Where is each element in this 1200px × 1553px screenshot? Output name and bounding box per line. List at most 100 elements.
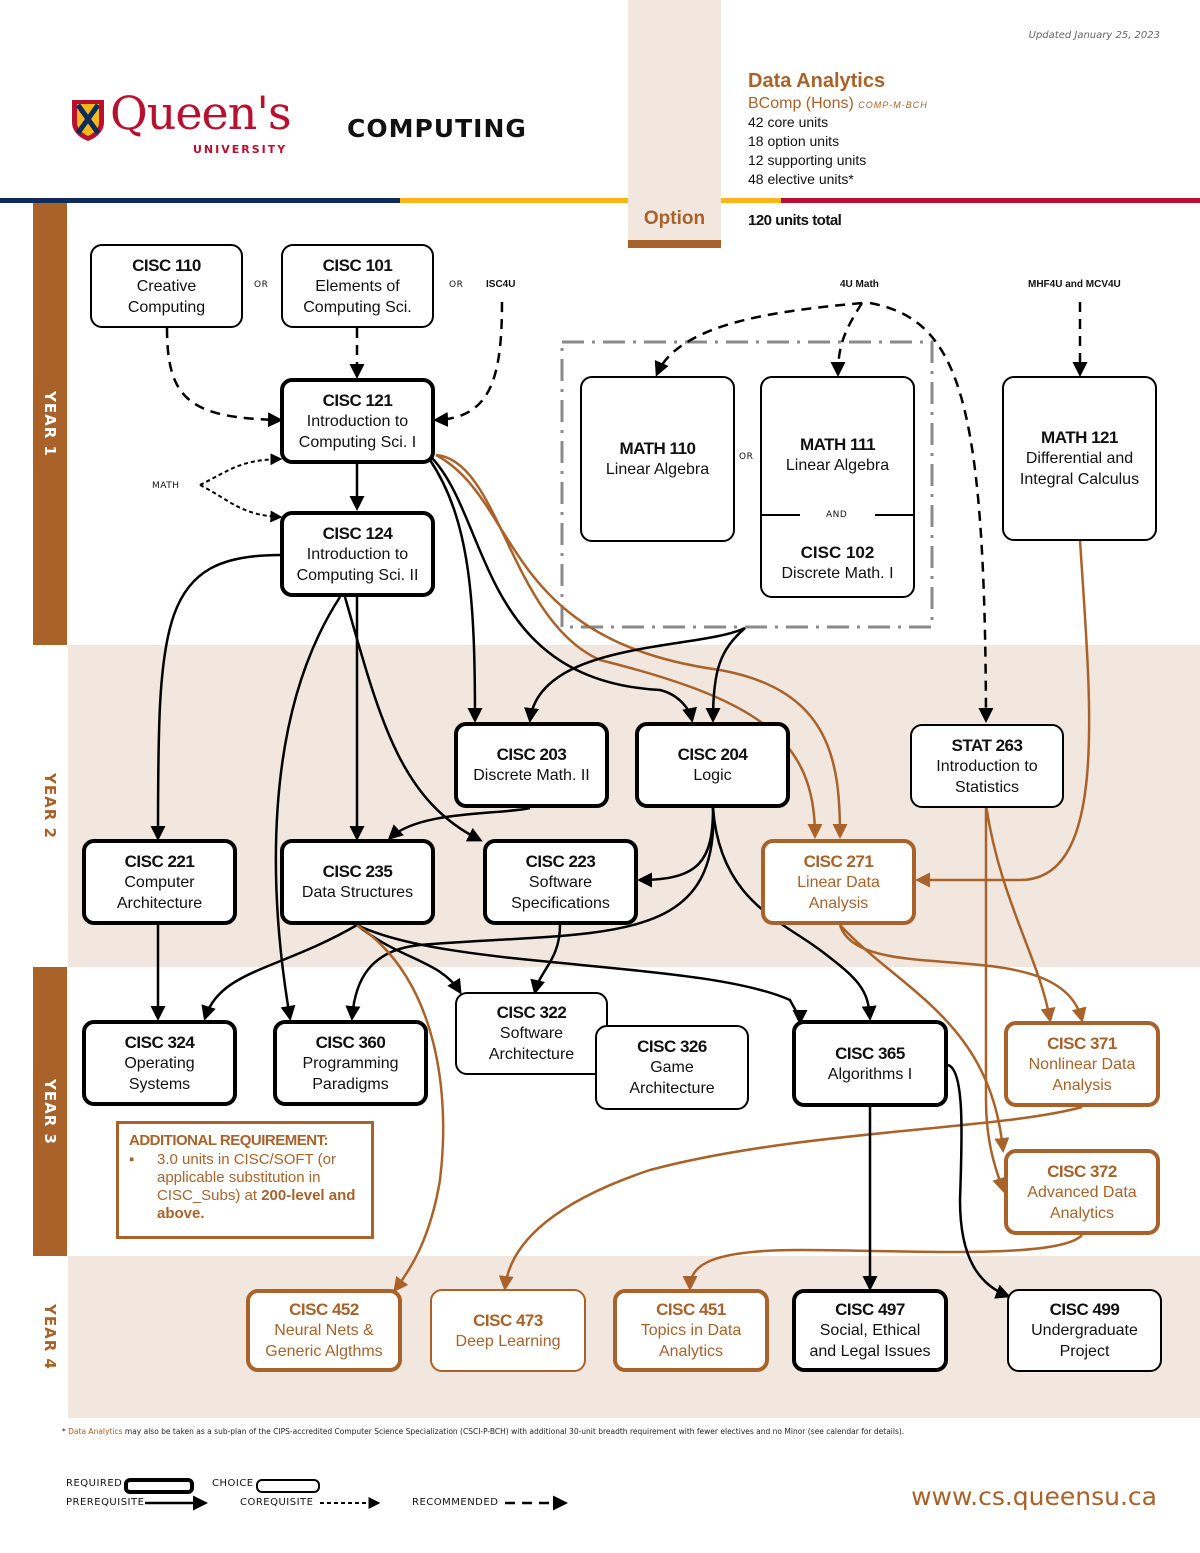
course-code: CISC 101 <box>322 255 393 275</box>
plan-code: COMP-M-BCH <box>858 100 928 110</box>
coreq-math-124 <box>199 484 283 523</box>
course-code: CISC 322 <box>496 1003 567 1022</box>
additional-requirement-item: ▪ 3.0 units in CISC/SOFT (or applicable … <box>129 1151 361 1223</box>
course-title: Integral Calculus <box>1019 471 1140 488</box>
course-math121[interactable]: MATH 121 Differential and Integral Calcu… <box>1002 376 1157 541</box>
course-cisc101[interactable]: CISC 101 Elements of Computing Sci. <box>281 244 434 328</box>
unit-line: 12 supporting units <box>748 152 867 168</box>
course-code: CISC 372 <box>1047 1161 1117 1181</box>
option-tab-label: Option <box>643 208 706 229</box>
header-rule-gold-1 <box>400 198 628 203</box>
course-cisc372[interactable]: CISC 372 Advanced Data Analytics <box>1004 1149 1160 1235</box>
course-title: Computing Sci. II <box>296 566 419 584</box>
course-cisc365[interactable]: CISC 365 Algorithms I <box>792 1020 948 1107</box>
course-math111[interactable]: MATH 111 Linear Algebra <box>760 376 915 598</box>
course-title: Linear Data <box>797 873 880 891</box>
arrow-4u-to-math110 <box>654 301 863 377</box>
bullet-icon: ▪ <box>129 1151 135 1168</box>
course-title: Architecture <box>116 894 203 912</box>
additional-requirement-text: 3.0 units in CISC/SOFT (or applicable su… <box>157 1151 356 1222</box>
course-title: Computing Sci. <box>303 298 412 316</box>
unit-line: 48 elective units* <box>748 171 854 187</box>
units-total: 120 units total <box>748 212 842 229</box>
arrow-isc4u-to-121 <box>433 301 504 428</box>
course-cisc102[interactable]: CISC 102 Discrete Math. I <box>762 530 913 596</box>
course-title: Software <box>528 873 593 891</box>
course-code: CISC 204 <box>677 745 748 764</box>
legend-prerequisite-label: PREREQUISITE <box>66 1497 145 1508</box>
or-label: OR <box>254 280 269 290</box>
option-column-underline <box>628 240 721 248</box>
course-title: Software <box>499 1025 564 1042</box>
and-label: AND <box>826 510 848 520</box>
course-code: CISC 223 <box>525 851 596 871</box>
course-code: CISC 221 <box>124 851 195 871</box>
course-cisc497[interactable]: CISC 497 Social, Ethical and Legal Issue… <box>792 1289 948 1372</box>
course-title: Computing <box>127 298 206 316</box>
year-2-label: YEAR 2 <box>41 773 59 839</box>
course-code: CISC 497 <box>835 1300 905 1319</box>
course-cisc326[interactable]: CISC 326 Game Architecture <box>595 1025 749 1110</box>
website-link[interactable]: www.cs.queensu.ca <box>911 1482 1157 1511</box>
course-code: CISC 365 <box>835 1043 905 1063</box>
course-cisc221[interactable]: CISC 221 Computer Architecture <box>82 839 237 925</box>
course-title: Analysis <box>1052 1076 1112 1094</box>
course-cisc223[interactable]: CISC 223 Software Specifications <box>483 839 638 925</box>
course-title: Elements of <box>315 277 400 295</box>
course-cisc452[interactable]: CISC 452 Neural Nets & Generic Algthms <box>246 1289 402 1372</box>
unit-line: 18 option units <box>748 133 840 149</box>
course-code: CISC 121 <box>322 390 393 410</box>
math-coreq-label: MATH <box>152 481 180 491</box>
arrow-110-to-121 <box>165 327 283 428</box>
or-label: OR <box>449 280 464 290</box>
course-cisc204[interactable]: CISC 204 Logic <box>635 722 790 808</box>
header-rule-red <box>781 198 1200 203</box>
course-title: Discrete Math. II <box>473 767 590 784</box>
legend-choice-label: CHOICE <box>212 1478 254 1489</box>
course-title: Architecture <box>629 1080 715 1097</box>
course-cisc451[interactable]: CISC 451 Topics in Data Analytics <box>613 1289 769 1372</box>
year-4-label: YEAR 4 <box>41 1304 59 1370</box>
course-cisc371[interactable]: CISC 371 Nonlinear Data Analysis <box>1004 1021 1160 1107</box>
course-cisc473[interactable]: CISC 473 Deep Learning <box>430 1289 586 1372</box>
course-title: Generic Algthms <box>265 1343 383 1360</box>
department-name: COMPUTING <box>347 114 527 143</box>
program-info: Data Analytics BComp (Hons) COMP-M-BCH 4… <box>748 70 928 189</box>
additional-requirement-box: ADDITIONAL REQUIREMENT: ▪ 3.0 units in C… <box>116 1121 374 1239</box>
course-cisc203[interactable]: CISC 203 Discrete Math. II <box>454 722 609 808</box>
course-cisc271[interactable]: CISC 271 Linear Data Analysis <box>761 839 916 925</box>
course-title: Architecture <box>488 1046 575 1063</box>
math-4u-label: 4U Math <box>840 279 879 290</box>
isc4u-label: ISC4U <box>486 279 516 290</box>
course-title: Topics in Data <box>640 1322 742 1339</box>
course-code: CISC 324 <box>124 1032 195 1052</box>
course-cisc324[interactable]: CISC 324 Operating Systems <box>82 1020 237 1106</box>
course-title: Introduction to <box>936 757 1038 775</box>
course-stat263[interactable]: STAT 263 Introduction to Statistics <box>910 724 1064 808</box>
course-title: and Legal Issues <box>809 1343 931 1360</box>
course-title: Data Structures <box>301 884 414 901</box>
degree-name: BComp (Hons) <box>748 95 854 112</box>
course-title: Algorithms I <box>827 1065 913 1083</box>
course-cisc121[interactable]: CISC 121 Introduction to Computing Sci. … <box>280 378 435 464</box>
course-cisc322[interactable]: CISC 322 Software Architecture <box>455 992 608 1075</box>
or-label: OR <box>739 452 754 462</box>
header-rule-navy <box>0 198 400 203</box>
course-cisc235[interactable]: CISC 235 Data Structures <box>280 839 435 925</box>
course-code: CISC 451 <box>656 1300 726 1319</box>
course-cisc360[interactable]: CISC 360 Programming Paradigms <box>273 1020 428 1106</box>
course-title: Neural Nets & <box>274 1322 374 1339</box>
course-title: Systems <box>128 1075 191 1093</box>
additional-requirement-title: ADDITIONAL REQUIREMENT: <box>129 1132 329 1149</box>
course-cisc124[interactable]: CISC 124 Introduction to Computing Sci. … <box>280 511 435 597</box>
course-code: MATH 111 <box>799 435 876 454</box>
footnote-text: may also be taken as a sub-plan of the C… <box>122 1427 905 1436</box>
course-cisc110[interactable]: CISC 110 Creative Computing <box>90 244 243 328</box>
course-code: MATH 121 <box>1041 428 1118 447</box>
course-math110[interactable]: MATH 110 Linear Algebra <box>580 376 735 542</box>
program-title: Data Analytics <box>748 70 886 92</box>
course-cisc499[interactable]: CISC 499 Undergraduate Project <box>1007 1289 1162 1372</box>
program-degree: BComp (Hons) COMP-M-BCH <box>748 95 928 113</box>
course-code: CISC 124 <box>322 523 393 543</box>
course-code: STAT 263 <box>951 735 1023 755</box>
